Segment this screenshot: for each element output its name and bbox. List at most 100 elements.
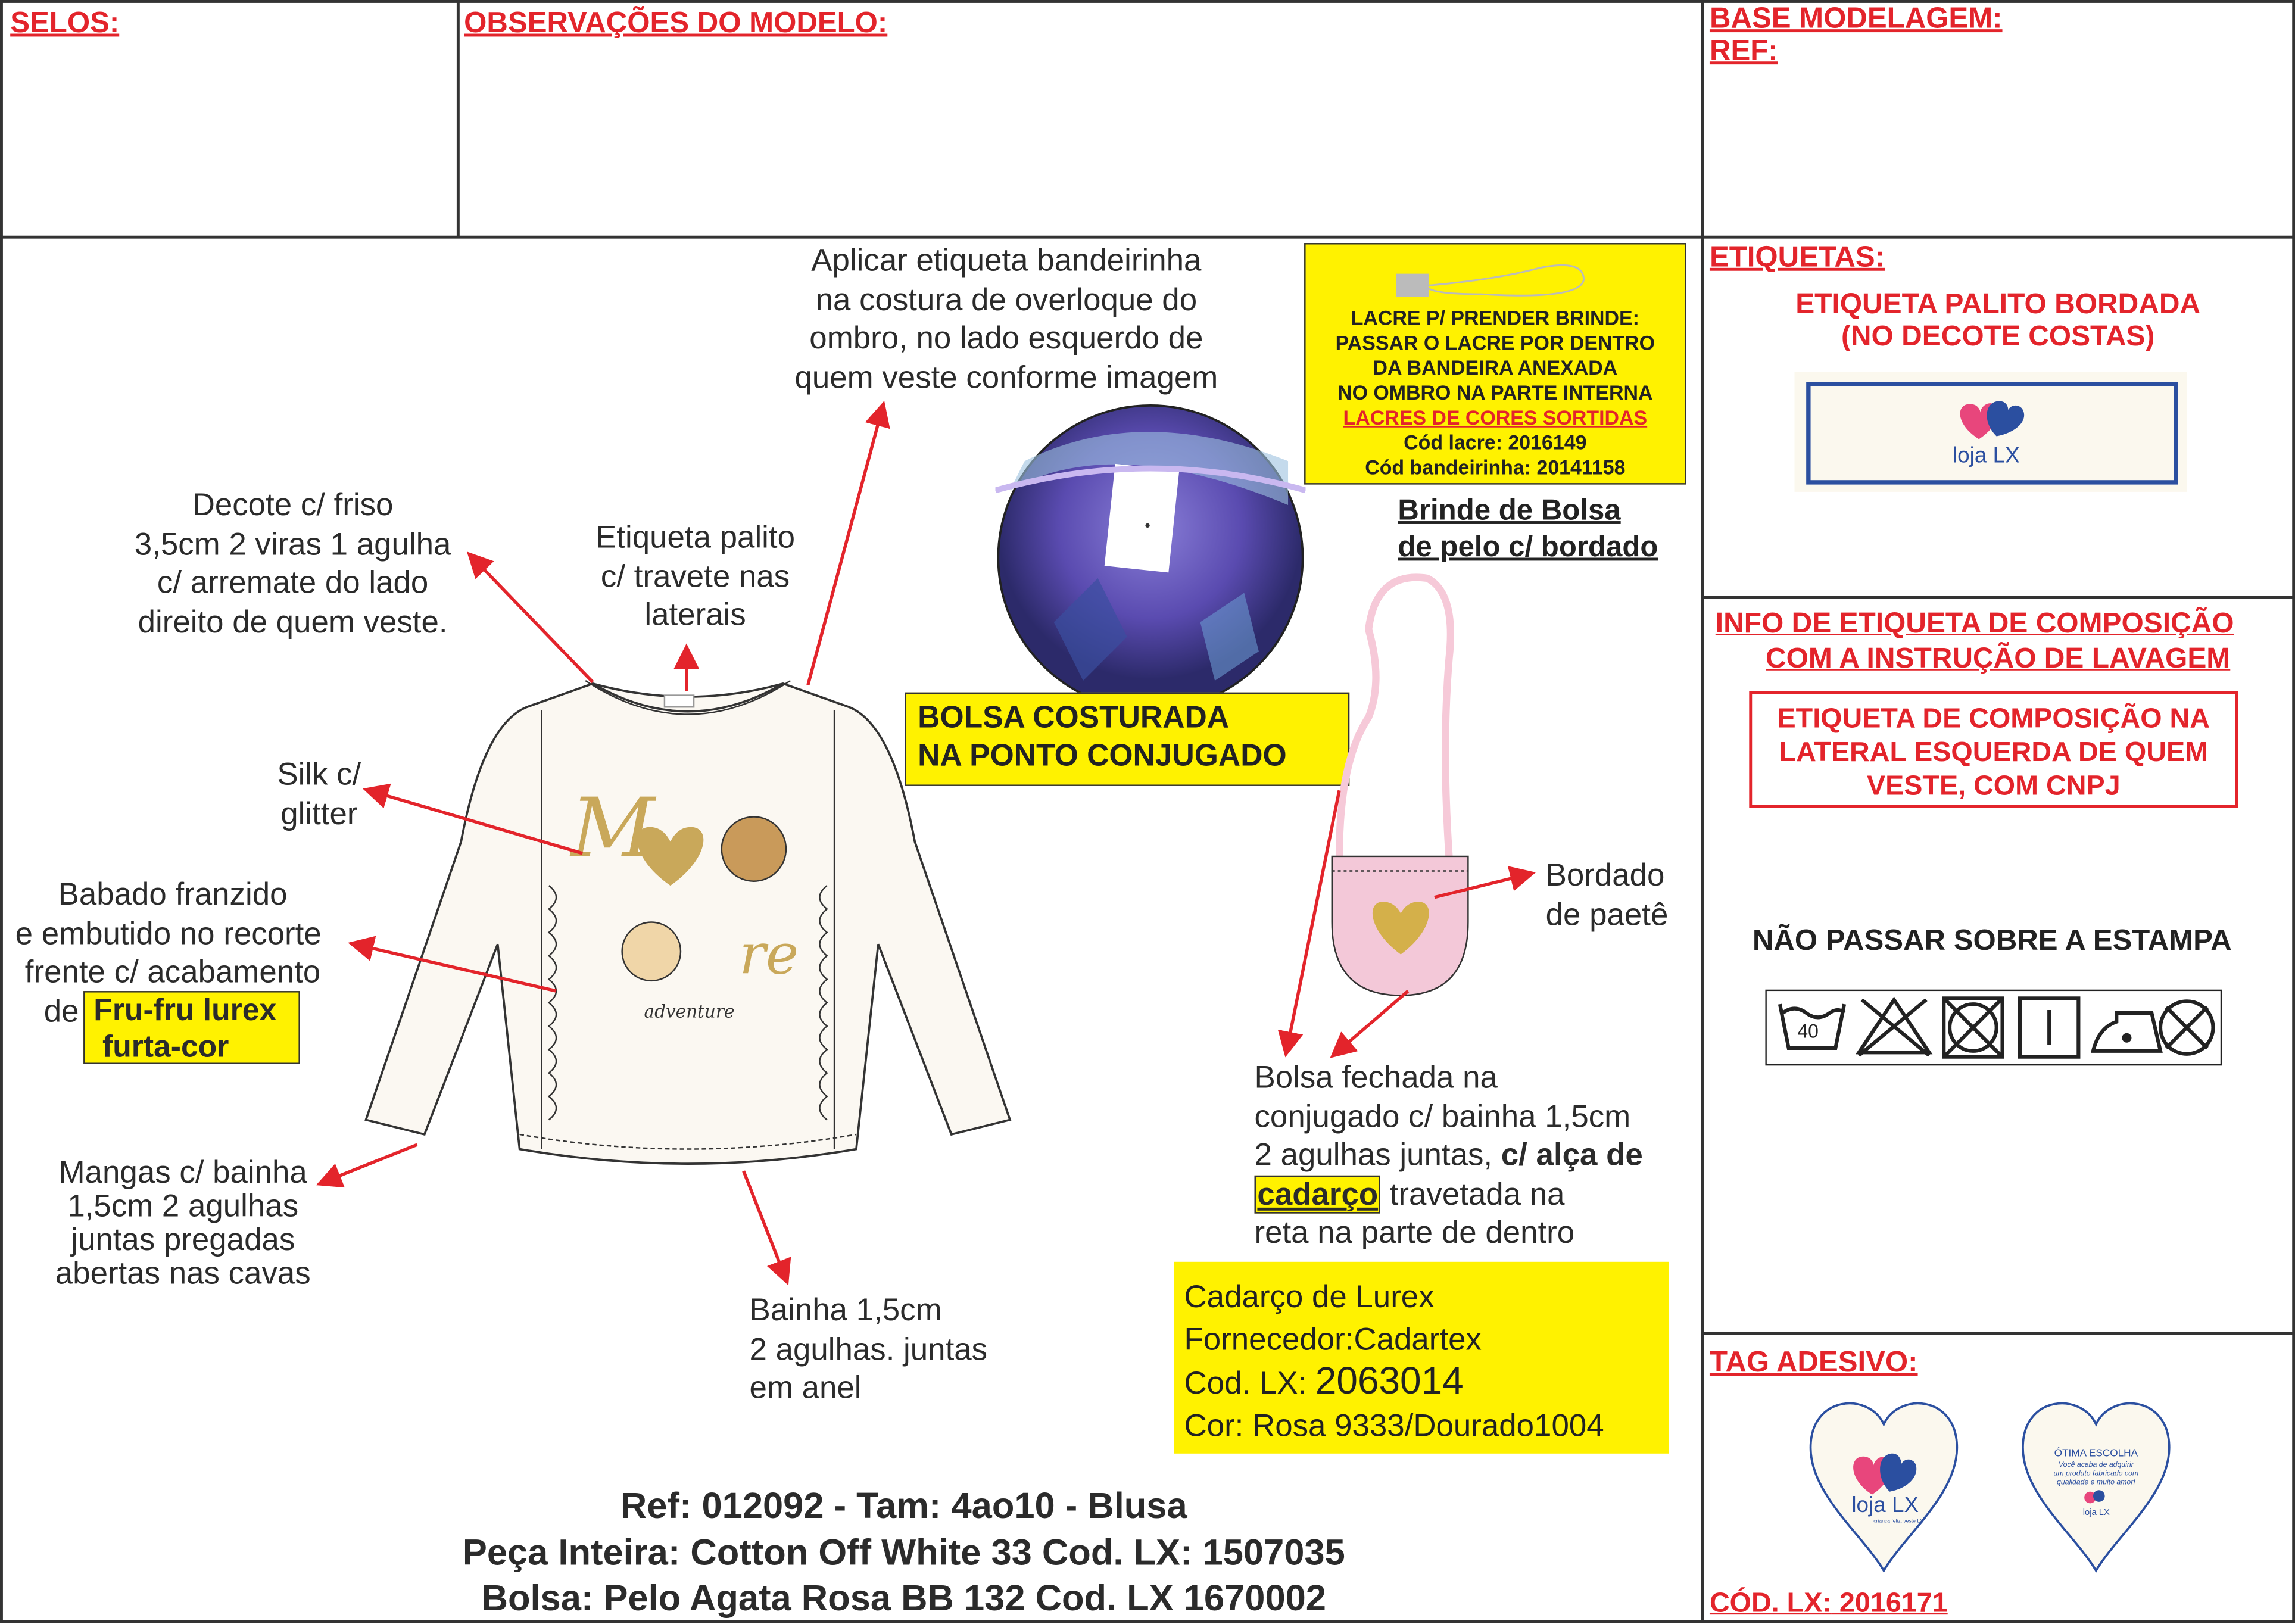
heart-tags: loja LX criança feliz, veste LX ÓTIMA ES… xyxy=(1809,1402,2171,1573)
observacoes-header: OBSERVAÇÕES DO MODELO: xyxy=(464,7,888,40)
svg-text:loja LX: loja LX xyxy=(2083,1508,2110,1517)
etiqueta-palito-text: ETIQUETA PALITO BORDADA (NO DECOTE COSTA… xyxy=(1704,288,2292,353)
info-composicao-header-2: COM A INSTRUÇÃO DE LAVAGEM xyxy=(1766,643,2231,675)
border-left xyxy=(0,0,3,1623)
note-line: Etiqueta palito xyxy=(595,519,796,555)
care-symbols: 40 xyxy=(1765,989,2222,1066)
cadarco-box: Cadarço de Lurex Fornecedor:Cadartex Cod… xyxy=(1174,1261,1669,1454)
highlight-line: Fru-fru lurex xyxy=(93,993,277,1028)
cadarco-line: Cor: Rosa 9333/Dourado1004 xyxy=(1184,1407,1604,1443)
note-line: Silk c/ xyxy=(277,756,361,792)
svg-text:ÓTIMA ESCOLHA: ÓTIMA ESCOLHA xyxy=(2054,1447,2138,1459)
sequin-heart xyxy=(1372,902,1429,955)
arrow-babado xyxy=(348,936,557,993)
note-line: Aplicar etiqueta bandeirinha xyxy=(811,243,1202,279)
lojalx-logo: loja LX xyxy=(1953,401,2025,467)
note-line: 1,5cm 2 agulhas xyxy=(67,1188,299,1224)
note-line: Bordado xyxy=(1545,858,1665,893)
note-line: juntas pregadas xyxy=(71,1222,295,1258)
note-line: Bolsa fechada na xyxy=(1254,1059,1498,1095)
divider-top-row xyxy=(0,235,2295,239)
bolsa-line: NA PONTO CONJUGADO xyxy=(918,739,1287,773)
footer-line: Ref: 012092 - Tam: 4ao10 - Blusa xyxy=(620,1485,1187,1527)
iron-low-icon xyxy=(2091,1011,2163,1053)
lacre-seal-icon xyxy=(1396,264,1585,297)
svg-text:40: 40 xyxy=(1797,1021,1819,1042)
neck-label xyxy=(663,694,695,708)
no-tumble-dry-icon xyxy=(1942,996,2004,1059)
lacre-line: NO OMBRO NA PARTE INTERNA xyxy=(1337,382,1653,404)
note-line: abertas nas cavas xyxy=(55,1255,311,1291)
composicao-line: VESTE, COM CNPJ xyxy=(1866,771,2121,802)
note-line: na costura de overloque do xyxy=(815,282,1198,317)
label-image: loja LX xyxy=(1794,372,2187,492)
arrow-bordado xyxy=(1434,866,1536,899)
brinde-line: Brinde de Bolsa xyxy=(1398,494,1621,527)
note-line: frente c/ acabamento xyxy=(24,954,321,990)
note-line: ombro, no lado esquerdo de xyxy=(809,320,1203,356)
note-line: 3,5cm 2 viras 1 agulha xyxy=(134,526,451,562)
svg-text:Você acaba de adquirir: Você acaba de adquirir xyxy=(2059,1460,2134,1469)
arrow-bolsa-strap xyxy=(1277,790,1341,1058)
print-m: M xyxy=(569,781,657,876)
note-line: 2 agulhas. juntas xyxy=(749,1331,988,1367)
cod-lx-value: 2016171 xyxy=(1839,1588,1948,1619)
note-line: laterais xyxy=(644,597,746,632)
info-composicao-header-1: INFO DE ETIQUETA DE COMPOSIÇÃO xyxy=(1715,607,2234,640)
note-line: em anel xyxy=(749,1370,862,1405)
note-bolsa-fechada: Bolsa fechada na conjugado c/ bainha 1,5… xyxy=(1254,1058,1643,1252)
composicao-box: ETIQUETA DE COMPOSIÇÃO NA LATERAL ESQUER… xyxy=(1749,691,2238,808)
arrow-silk xyxy=(363,783,584,855)
cadarco-code-value: 2063014 xyxy=(1315,1358,1464,1402)
note-line: c/ arremate do lado xyxy=(157,565,429,600)
svg-text:criança feliz, veste LX: criança feliz, veste LX xyxy=(1873,1517,1923,1523)
heart-tag-back: ÓTIMA ESCOLHA Você acaba de adquirir um … xyxy=(2022,1402,2171,1573)
svg-text:um produto fabricado com: um produto fabricado com xyxy=(2054,1469,2139,1478)
no-dry-clean-icon xyxy=(2158,999,2215,1056)
cod-lacre: Cód lacre: 2016149 xyxy=(1404,432,1587,454)
note-line: quem veste conforme imagem xyxy=(794,359,1218,395)
note-silk: Silk c/glitter xyxy=(261,755,378,833)
note-line: e embutido no recorte xyxy=(15,915,322,951)
cod-lx-label: CÓD. LX: xyxy=(1709,1588,1832,1619)
print-adventure: adventure xyxy=(644,1001,735,1021)
lacre-line: PASSAR O LACRE POR DENTRO xyxy=(1335,332,1655,354)
arrow-bolsa-body xyxy=(1330,990,1410,1058)
border-right xyxy=(2292,0,2295,1623)
divider-selos xyxy=(456,0,460,238)
brinde-title: Brinde de Bolsa de pelo c/ bordado xyxy=(1398,493,1658,566)
shirt-drawing: M re adventure xyxy=(364,679,1012,1165)
no-bleach-icon xyxy=(1855,996,1933,1057)
base-modelagem-header: BASE MODELAGEM: xyxy=(1709,2,2003,35)
print-re: re xyxy=(739,922,799,987)
divider-tag xyxy=(1701,1332,2295,1335)
cod-lx-footer: CÓD. LX: 2016171 xyxy=(1710,1588,1948,1620)
cadarco-line: Fornecedor:Cadartex xyxy=(1184,1321,1482,1357)
bag-drawing xyxy=(1331,573,1469,996)
border-top xyxy=(0,0,2295,3)
note-line: c/ travete nas xyxy=(600,558,790,594)
border-bottom xyxy=(0,1620,2295,1623)
footer-ref: Ref: 012092 - Tam: 4ao10 - Blusa Peça In… xyxy=(293,1484,1515,1622)
cadarco-highlight: cadarço xyxy=(1254,1174,1382,1213)
brinde-line: de pelo c/ bordado xyxy=(1398,531,1658,564)
selos-header: SELOS: xyxy=(10,7,120,40)
bolsa-costurada-box: BOLSA COSTURADA NA PONTO CONJUGADO xyxy=(905,692,1350,786)
note-line: glitter xyxy=(280,795,358,831)
arrow-bainha xyxy=(742,1170,791,1286)
divider-right-column xyxy=(1701,0,1704,1623)
bolsa-line: BOLSA COSTURADA xyxy=(918,701,1230,735)
arrow-mangas xyxy=(316,1143,418,1188)
composicao-line: LATERAL ESQUERDA DE QUEM xyxy=(1779,737,2209,769)
svg-text:loja LX: loja LX xyxy=(1953,443,2020,467)
etiquetas-header: ETIQUETAS: xyxy=(1709,241,1885,274)
cod-bandeirinha: Cód bandeirinha: 20141158 xyxy=(1365,456,1626,479)
etiqueta-line-2: (NO DECOTE COSTAS) xyxy=(1841,320,2155,353)
